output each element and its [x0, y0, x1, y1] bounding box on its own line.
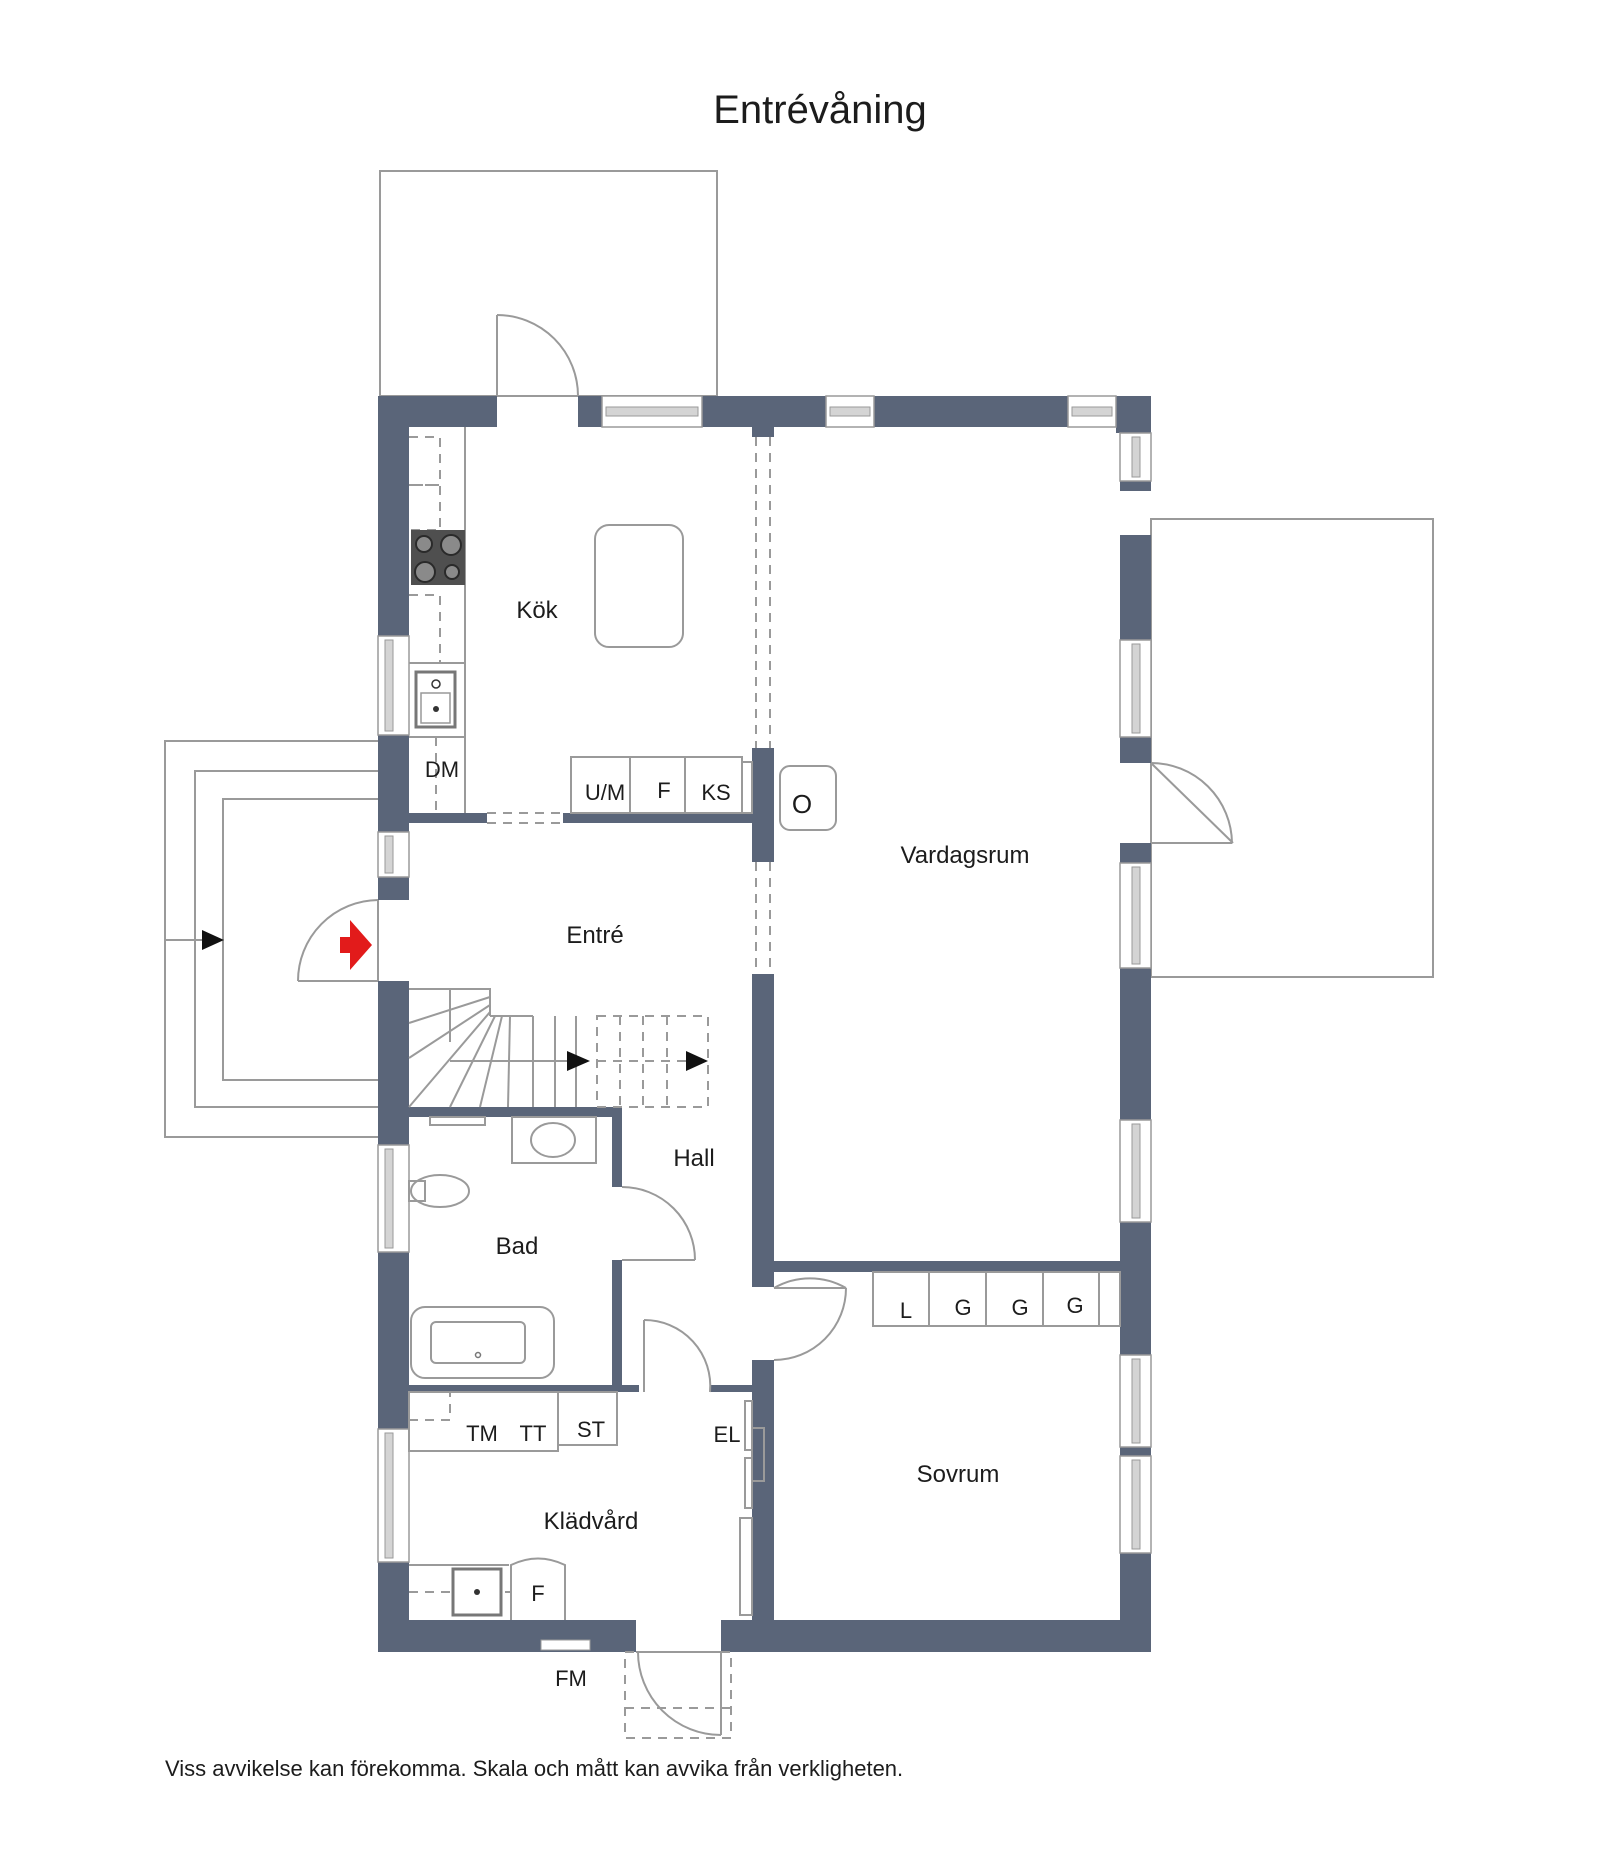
label-ks: KS	[701, 780, 730, 805]
room-label-bad: Bad	[496, 1233, 539, 1260]
room-label-hall: Hall	[673, 1145, 714, 1172]
walls	[378, 396, 1151, 1652]
laundry-fixtures	[408, 1391, 765, 1651]
room-label-sovrum: Sovrum	[917, 1461, 1000, 1488]
open-passages	[487, 437, 771, 974]
room-label-kladvard: Klädvård	[544, 1508, 639, 1535]
windows	[377, 395, 1152, 1563]
bathtub-icon	[410, 1306, 555, 1379]
kitchen-island	[594, 524, 684, 648]
left-porch-steps	[164, 740, 378, 1138]
room-labels: Kök Vardagsrum Entré Hall Bad Sovrum Klä…	[496, 597, 1030, 1535]
fixture-labels: DM U/M F KS O L G G G TM TT ST EL F FM	[425, 757, 1084, 1691]
disclaimer-text: Viss avvikelse kan förekomma. Skala och …	[165, 1756, 904, 1781]
bathroom-fixtures	[408, 1116, 597, 1379]
toilet-icon	[410, 1174, 470, 1208]
right-deck	[1150, 518, 1434, 978]
label-fm: FM	[555, 1666, 587, 1691]
washbasin-icon	[530, 1122, 576, 1158]
label-f-kitchen: F	[657, 778, 670, 803]
bedroom-wardrobes	[872, 1271, 1121, 1327]
label-fireplace-o: O	[792, 789, 812, 819]
doors	[297, 314, 1234, 1739]
top-deck	[379, 170, 718, 397]
staircase	[408, 988, 709, 1108]
label-g-3: G	[1066, 1293, 1083, 1318]
label-g-1: G	[954, 1295, 971, 1320]
room-label-entre: Entré	[566, 922, 623, 949]
label-tt: TT	[520, 1421, 547, 1446]
ventilation-fm-icon	[540, 1639, 591, 1651]
floor-title: Entrévåning	[713, 88, 927, 132]
step-direction-arrow-icon	[202, 930, 224, 950]
label-st: ST	[577, 1417, 605, 1442]
label-g-2: G	[1011, 1295, 1028, 1320]
kitchen-counter	[409, 427, 466, 813]
label-f-laundry: F	[531, 1581, 544, 1606]
stair-continue-arrow-icon	[686, 1051, 708, 1071]
stair-up-arrow-icon	[567, 1051, 590, 1071]
label-el: EL	[714, 1422, 741, 1447]
label-tm: TM	[466, 1421, 498, 1446]
room-label-vardagsrum: Vardagsrum	[901, 842, 1030, 869]
label-um: U/M	[585, 780, 625, 805]
main-entrance-arrow-icon	[340, 920, 372, 970]
kitchen-appliance-row	[570, 756, 753, 814]
label-l: L	[900, 1298, 912, 1323]
label-dm: DM	[425, 757, 459, 782]
room-label-kok: Kök	[516, 597, 558, 624]
kitchen-sink-icon	[414, 670, 457, 729]
fireplace	[779, 765, 837, 831]
